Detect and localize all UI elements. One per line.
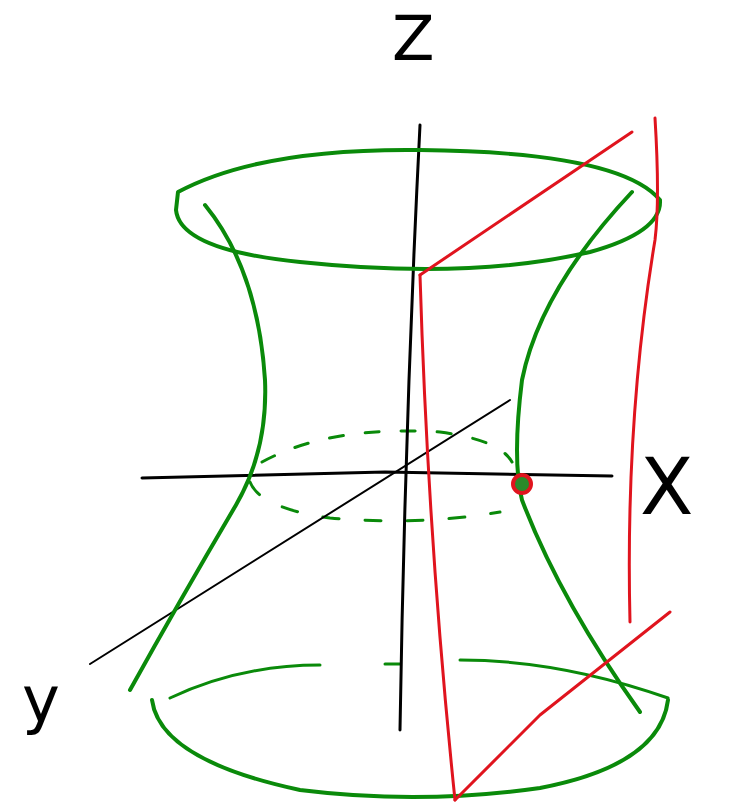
right-profile xyxy=(517,192,640,712)
waist-back-dashed xyxy=(262,431,512,462)
plane-left-edge xyxy=(420,275,455,800)
z-axis-label: Z xyxy=(392,8,434,70)
x-axis xyxy=(142,472,612,478)
y-axis xyxy=(90,400,510,664)
intersection-point xyxy=(513,475,531,493)
bottom-back-arc xyxy=(170,660,668,698)
top-ellipse xyxy=(176,150,660,269)
z-axis xyxy=(400,125,420,730)
y-axis-label: y xyxy=(22,668,60,732)
plane-bottom-edge xyxy=(455,612,670,800)
left-profile xyxy=(130,205,265,690)
plane-right-edge xyxy=(629,118,657,622)
bottom-front-arc xyxy=(152,700,668,797)
x-axis-label: X xyxy=(640,448,693,526)
plane-top-edge xyxy=(420,132,632,275)
waist-front-dashed xyxy=(250,482,500,521)
